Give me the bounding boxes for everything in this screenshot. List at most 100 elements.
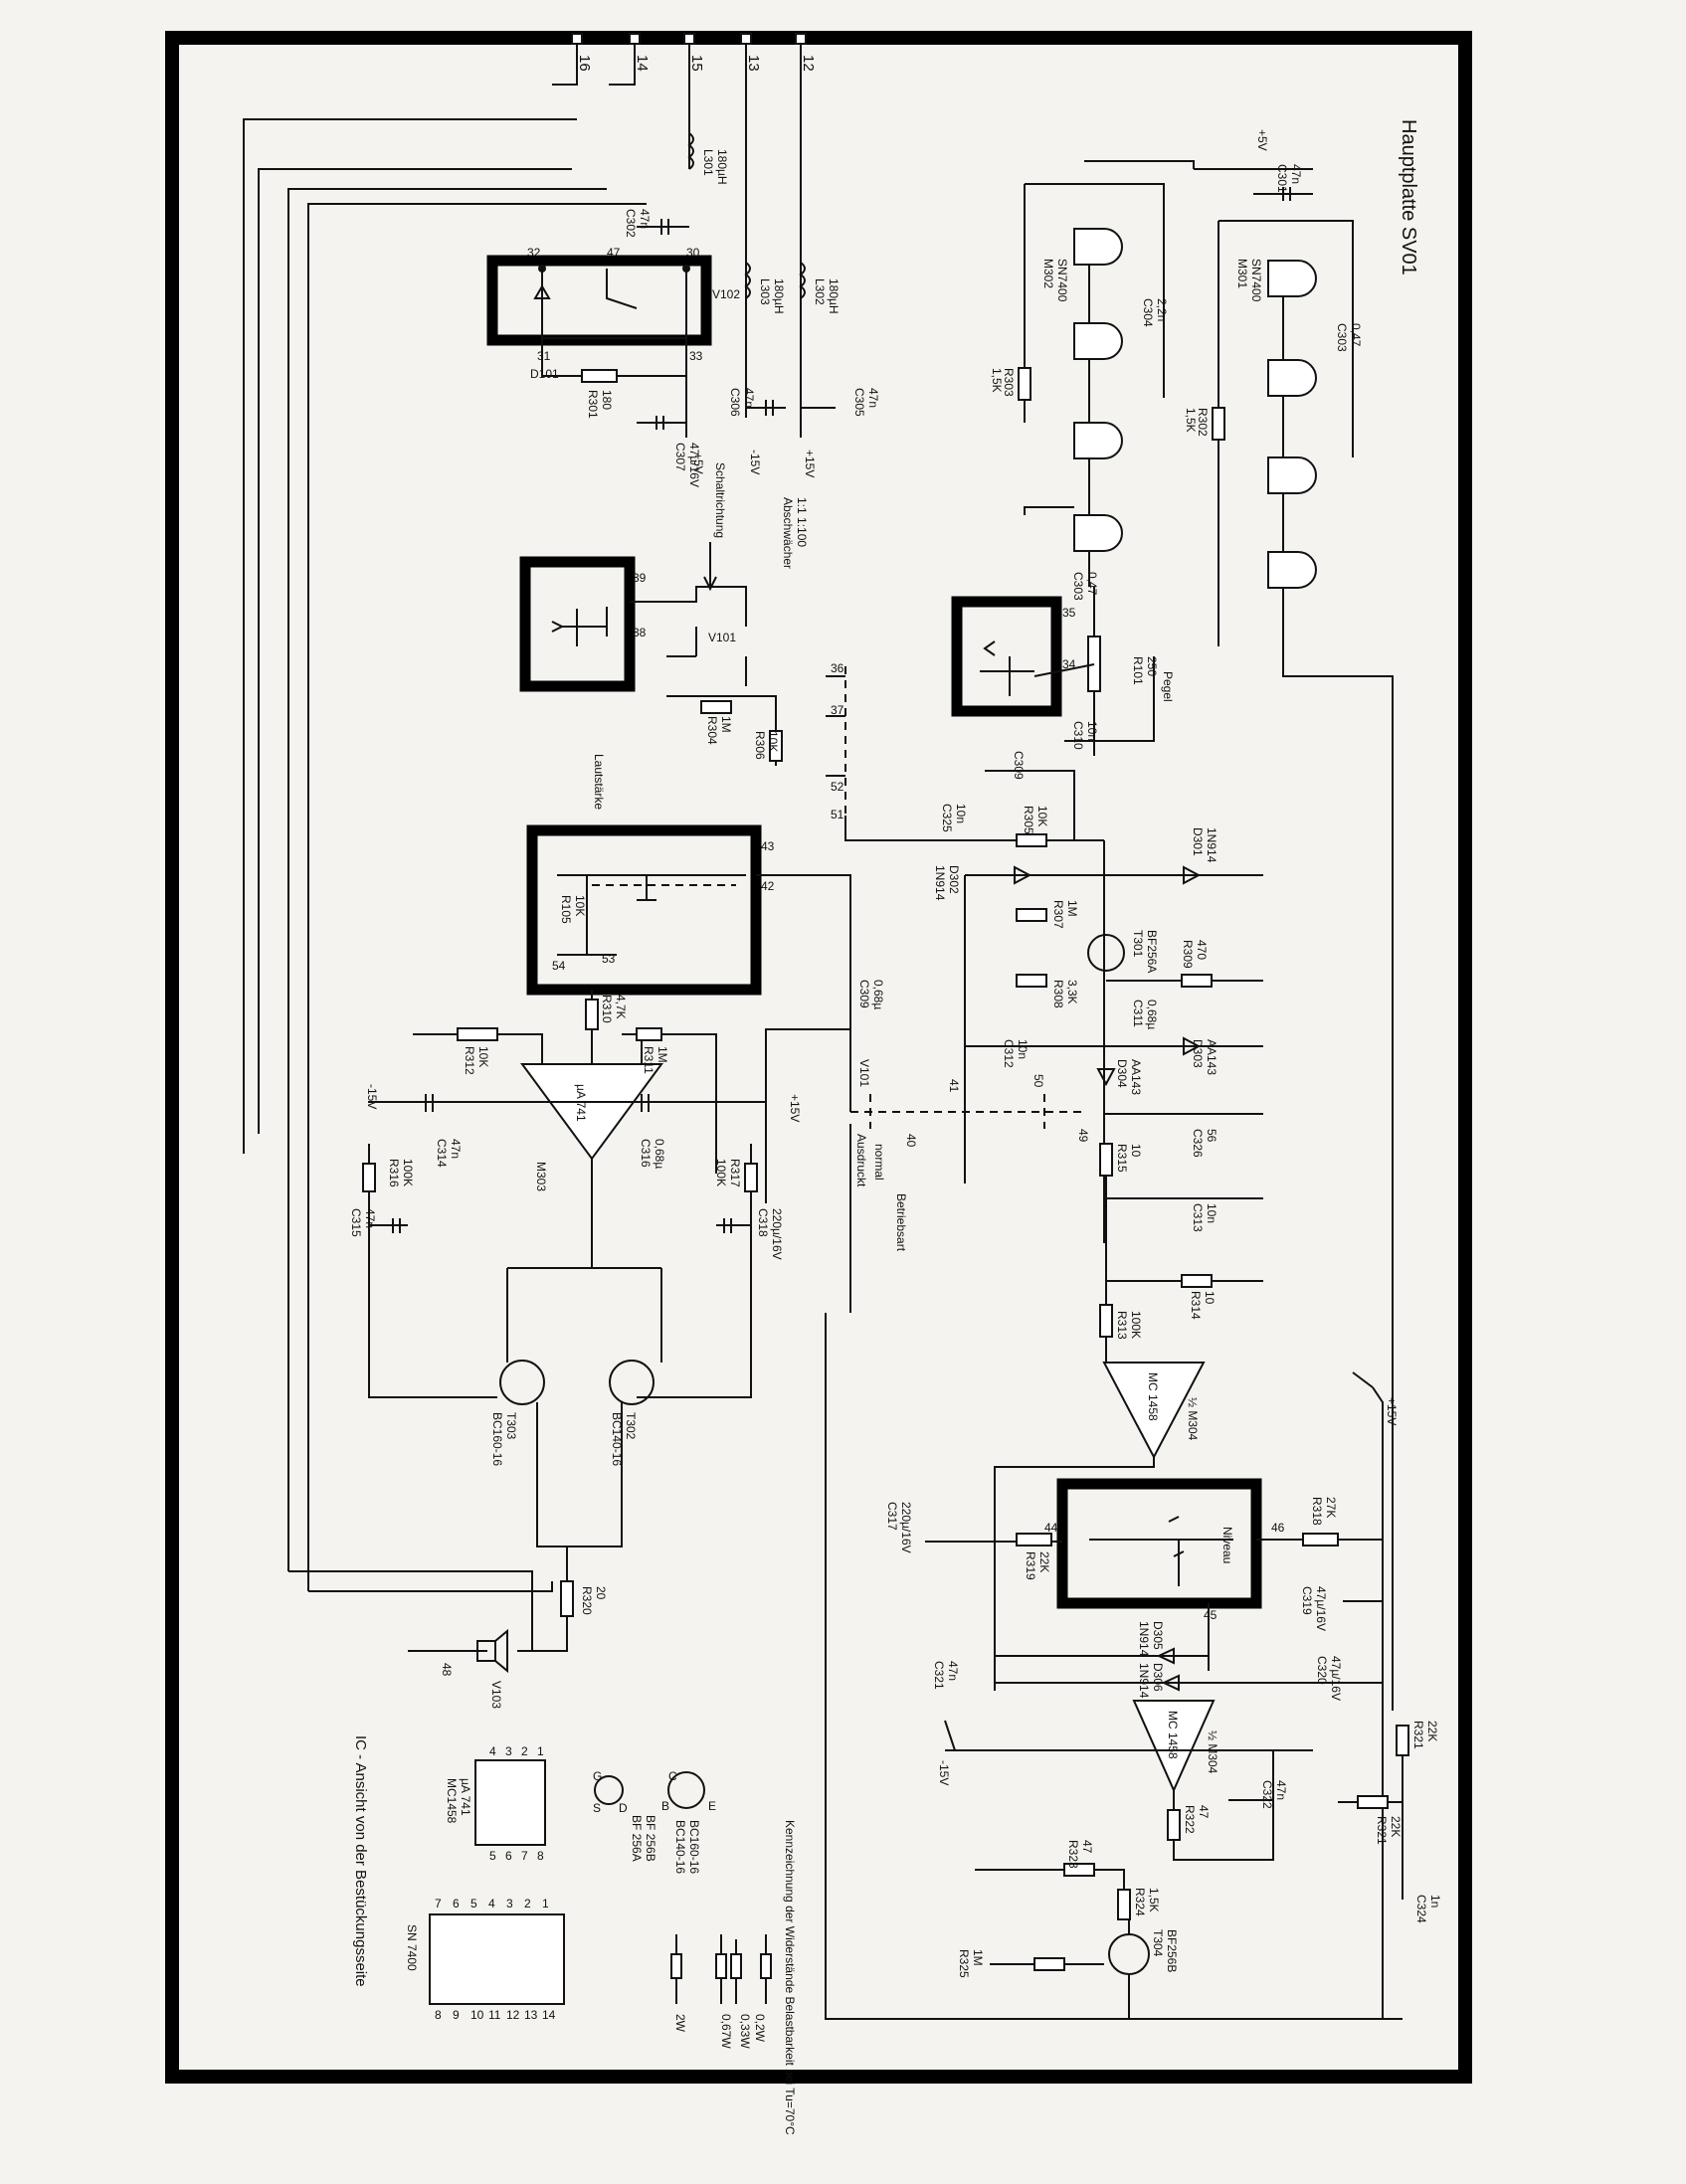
cap-val-c305: 47n	[866, 388, 880, 408]
ic-type-m301: SN7400	[1249, 259, 1263, 302]
bjt-type-t302: BC140-16	[610, 1412, 624, 1466]
resistor-r318	[1302, 1533, 1339, 1547]
supply-m15-label-a: -15V	[748, 450, 762, 474]
resistor-r323	[1167, 1809, 1181, 1841]
ic14-pin-top-2: 5	[470, 1897, 477, 1911]
opamp-ref-m304b: ½ M304	[1206, 1730, 1219, 1774]
switch-pin-40: 40	[904, 1134, 918, 1148]
res-ref-r321: R321	[1411, 1721, 1425, 1749]
res-val-r325: 1,5K	[1147, 1888, 1161, 1912]
panel-pin-39: 39	[633, 571, 647, 585]
resistor-r325	[1117, 1889, 1131, 1920]
legend-res-033w	[730, 1953, 742, 1979]
ic8-pin-bot-0: 5	[489, 1849, 496, 1863]
input-socket-panel: 39 38 V101 R304 1M R306 10K Lautstärke	[519, 556, 783, 810]
diode-type-d304: AA143	[1129, 1059, 1143, 1095]
fet-ref-t304: T304	[1151, 1929, 1165, 1957]
supply-m15-label-b: -15V	[365, 1084, 379, 1109]
connector-pin-14[interactable]	[629, 33, 641, 45]
cap-ref-c311-top: C309	[1012, 751, 1026, 780]
res-ref-r309: R308	[1051, 980, 1065, 1008]
ic-type-m302: SN7400	[1055, 259, 1069, 302]
res-val-r311: 1M	[656, 1046, 669, 1063]
connector-strip: 16 14 15 13 12	[552, 33, 817, 438]
resistor-r306b	[1016, 833, 1047, 847]
res-ref-r306: R306	[753, 731, 767, 760]
connector-pin-12[interactable]	[795, 33, 807, 45]
res-val-r307: 1M	[1065, 900, 1079, 917]
speaker-pin-48: 48	[440, 1663, 454, 1677]
supply-filter: L301 180µH L303 180µH L302 180µH C302 47…	[541, 132, 880, 592]
res-ref-r308: R309	[1181, 940, 1195, 969]
supply-p5-label-a: +5V	[691, 453, 705, 474]
ic14-pin-bot-1: 9	[453, 2008, 460, 2022]
cap-ref-c310: C303	[1071, 572, 1085, 601]
fet-package-icon	[594, 1775, 624, 1805]
legend-watt-2: 2W	[673, 2014, 687, 2033]
res-val-r316: 10	[1203, 1291, 1217, 1305]
legend-bjt-type-2: BC160-16	[687, 1820, 701, 1874]
legend-fet-type-2: BF 256B	[644, 1815, 657, 1862]
fet-type-t304: BF256B	[1165, 1929, 1179, 1972]
legend-watt-02: 0,2W	[753, 2014, 767, 2043]
ic14-pin-bot-3: 11	[488, 2008, 501, 2022]
legend-bjt-pin-b: B	[661, 1799, 669, 1813]
cap-val-c306: 47n	[742, 388, 756, 408]
cap-val-c315: 47n	[449, 1139, 463, 1159]
resistor-r319	[1016, 1533, 1052, 1547]
connector-pin-16[interactable]	[571, 33, 583, 45]
cap-val-c309: 10n	[954, 804, 968, 823]
resistor-r312	[457, 1027, 498, 1041]
connector-pin-13[interactable]	[740, 33, 752, 45]
res-ref-r304: R304	[705, 716, 719, 745]
connector-label-14: 14	[634, 55, 651, 72]
diode-ref-d305: D305	[1151, 1621, 1165, 1650]
bjt-type-t303: BC160-16	[490, 1412, 504, 1466]
res-ref-r303: R303	[1002, 368, 1016, 397]
panel-pin-54: 54	[552, 959, 566, 973]
legend-fet-type: BF 256A	[630, 1815, 644, 1862]
resistor-r315	[362, 1163, 376, 1192]
ic8-pin-bot-3: 8	[537, 1849, 544, 1863]
res-val-r319: 22K	[1037, 1551, 1051, 1572]
fet-t301	[1087, 934, 1125, 972]
cap-val-c312: 0,68µ	[1145, 1000, 1159, 1029]
cap-val-c320: 47µ/16V	[1314, 1586, 1328, 1631]
res-ref-r312: R312	[463, 1046, 476, 1075]
inductor-val-l303: 180µH	[772, 278, 786, 314]
ic14-pin-bot-0: 8	[435, 2008, 442, 2022]
pot-ref-r101: R101	[1131, 656, 1145, 685]
res-val-r308: 470	[1195, 940, 1209, 960]
legend-bjt-type: BC140-16	[673, 1820, 687, 1874]
nand-gate-m302-1	[1073, 228, 1123, 266]
cap-ref-c325: C310	[1071, 721, 1085, 750]
potentiometer-r101[interactable]	[1087, 636, 1101, 692]
pinout-legend: IC - Ansicht von der Bestückungsseite MC…	[352, 1735, 797, 2135]
bjt-ref-t302: T302	[624, 1412, 638, 1440]
legend-watt-067: 0,67W	[719, 2014, 733, 2049]
cap-val-c325: 10n	[1085, 721, 1099, 741]
attenuator-label: Abschwächer	[781, 497, 795, 569]
diode-ref-d301: D301	[1191, 827, 1205, 856]
switch-pin-41: 41	[947, 1079, 961, 1093]
resistor-r316	[1181, 1274, 1213, 1288]
cap-val-c321: 47µ/16V	[1329, 1656, 1343, 1701]
cap-val-c322: 47n	[946, 1661, 960, 1681]
transistor-t303	[499, 1360, 545, 1405]
attenuator-ratio: 1:1 1:100	[795, 497, 809, 547]
cap-val-c319: 220µ/16V	[899, 1502, 913, 1553]
opamp-type-m304a: MC 1458	[1146, 1372, 1160, 1421]
panel-pin-30: 30	[686, 246, 700, 260]
connector-pin-15[interactable]	[683, 33, 695, 45]
cap-ref-c306: C306	[728, 388, 742, 417]
nand-gate-m301-1	[1267, 260, 1317, 297]
cap-ref-c317: C318	[756, 1208, 770, 1237]
ic14-pin-bot-6: 14	[542, 2008, 556, 2022]
ic14-pin-top-3: 4	[488, 1897, 495, 1911]
cap-ref-c320: C319	[1300, 1586, 1314, 1615]
res-val-r304: 1M	[719, 716, 733, 733]
res-val-r310: 4,7K	[614, 995, 628, 1019]
res-ref-r316: R314	[1189, 1291, 1203, 1320]
res-val-r313: 10	[1129, 1144, 1143, 1158]
